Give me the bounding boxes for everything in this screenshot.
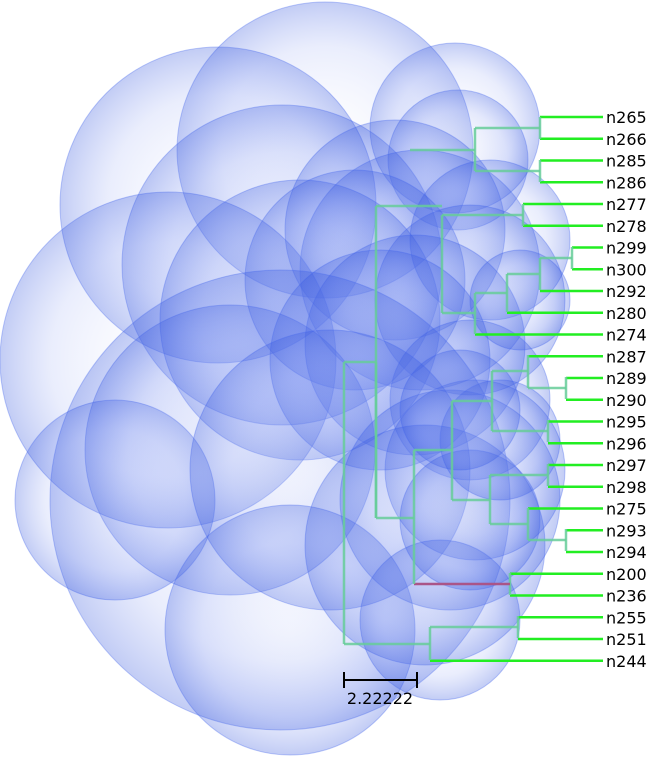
leaf-label-n244: n244 — [606, 652, 647, 671]
leaf-label-n297: n297 — [606, 456, 647, 475]
node-bubbles — [0, 1, 571, 756]
leaf-label-n296: n296 — [606, 434, 647, 453]
leaf-label-n265: n265 — [606, 108, 647, 127]
leaf-label-n280: n280 — [606, 304, 647, 323]
leaf-label-n278: n278 — [606, 217, 647, 236]
node-bubble — [399, 349, 521, 471]
leaf-label-n289: n289 — [606, 369, 647, 388]
leaf-label-n274: n274 — [606, 326, 647, 345]
leaf-label-n236: n236 — [606, 587, 647, 606]
leaf-label-n285: n285 — [606, 152, 647, 171]
node-bubble — [469, 249, 571, 351]
leaf-label-n300: n300 — [606, 260, 647, 279]
leaf-label-n286: n286 — [606, 173, 647, 192]
tree-branches — [342, 115, 603, 662]
leaf-label-n294: n294 — [606, 543, 647, 562]
leaf-label-n200: n200 — [606, 565, 647, 584]
scale-bar-label: 2.22222 — [347, 689, 413, 708]
leaf-label-n292: n292 — [606, 282, 647, 301]
leaf-label-n298: n298 — [606, 478, 647, 497]
scale-bar: 2.22222 — [343, 672, 418, 708]
leaf-label-n251: n251 — [606, 630, 647, 649]
leaf-label-n287: n287 — [606, 347, 647, 366]
leaf-label-n277: n277 — [606, 195, 647, 214]
leaf-label-n290: n290 — [606, 391, 647, 410]
leaf-label-n255: n255 — [606, 608, 647, 627]
leaf-label-n295: n295 — [606, 413, 647, 432]
leaf-label-n299: n299 — [606, 239, 647, 258]
leaf-label-n275: n275 — [606, 500, 647, 519]
leaf-label-n266: n266 — [606, 130, 647, 149]
leaf-label-n293: n293 — [606, 521, 647, 540]
leaf-labels: n265 n266 n285 n286 n277 n278 n299 n300 n292 n280… — [606, 108, 647, 671]
